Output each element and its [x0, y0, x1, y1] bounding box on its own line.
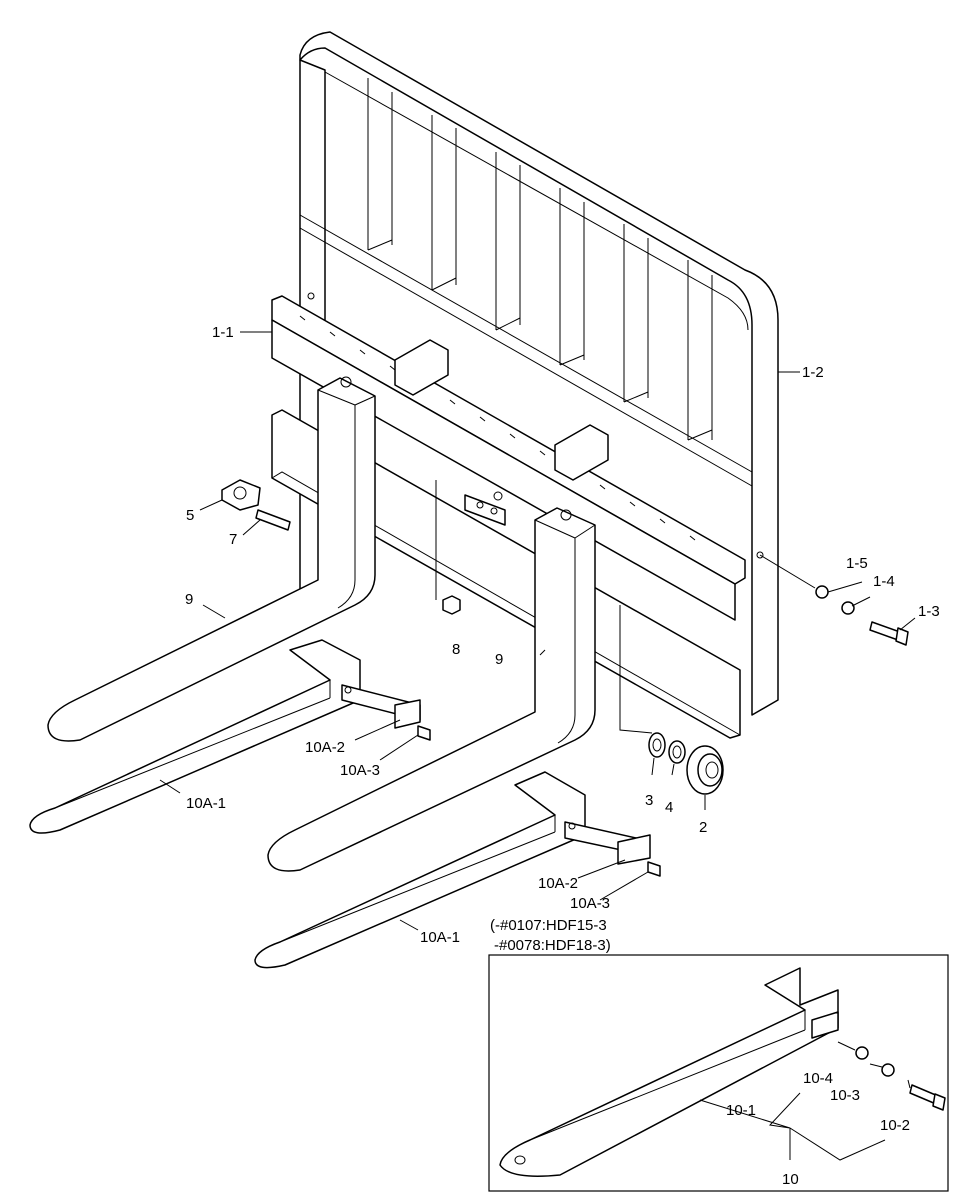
- part-labels: 1-1 1-2 1-3 1-4 1-5 2 3 4 5 7 8 9 9 10A-…: [185, 324, 940, 1188]
- note-line-2: -#0078:HDF18-3): [494, 937, 611, 954]
- note-line-1: (-#0107:HDF15-3: [490, 917, 607, 934]
- label-3: 3: [645, 792, 653, 809]
- label-10a-3-left: 10A-3: [340, 762, 380, 779]
- label-10-3: 10-3: [830, 1087, 860, 1104]
- label-1-2: 1-2: [802, 364, 824, 381]
- washer-1-5: [815, 585, 829, 599]
- label-1-4: 1-4: [873, 573, 895, 590]
- label-4: 4: [665, 799, 673, 816]
- label-9-left: 9: [185, 591, 193, 608]
- label-10-2: 10-2: [880, 1117, 910, 1134]
- washer-1-4: [841, 601, 855, 615]
- fork-right: [267, 507, 596, 872]
- bolt-1-3: [869, 621, 909, 646]
- label-1-5: 1-5: [846, 555, 868, 572]
- washer-3: [648, 732, 666, 758]
- label-10-4: 10-4: [803, 1070, 833, 1087]
- inset-box: [488, 954, 949, 1192]
- fork-extension-right: [254, 771, 661, 969]
- label-8: 8: [452, 641, 460, 658]
- washer-4: [668, 740, 686, 764]
- label-7: 7: [229, 531, 237, 548]
- label-1-1: 1-1: [212, 324, 234, 341]
- finger-bar: [271, 295, 746, 739]
- fork-left: [47, 376, 376, 742]
- label-1-3: 1-3: [918, 603, 940, 620]
- label-10a-1-left: 10A-1: [186, 795, 226, 812]
- stud-7: [255, 509, 291, 531]
- label-10-1: 10-1: [726, 1102, 756, 1119]
- label-2: 2: [699, 819, 707, 836]
- label-10a-2-left: 10A-2: [305, 739, 345, 756]
- label-10: 10: [782, 1171, 799, 1188]
- bumper-5: [221, 479, 261, 511]
- nut-8: [442, 595, 461, 615]
- label-5: 5: [186, 507, 194, 524]
- label-10a-3-right: 10A-3: [570, 895, 610, 912]
- label-9-right: 9: [495, 651, 503, 668]
- leader-lines: [159, 331, 916, 931]
- fork-extension-left: [29, 639, 431, 834]
- label-10a-2-right: 10A-2: [538, 875, 578, 892]
- roller-2: [686, 745, 724, 795]
- label-10a-1-right: 10A-1: [420, 929, 460, 946]
